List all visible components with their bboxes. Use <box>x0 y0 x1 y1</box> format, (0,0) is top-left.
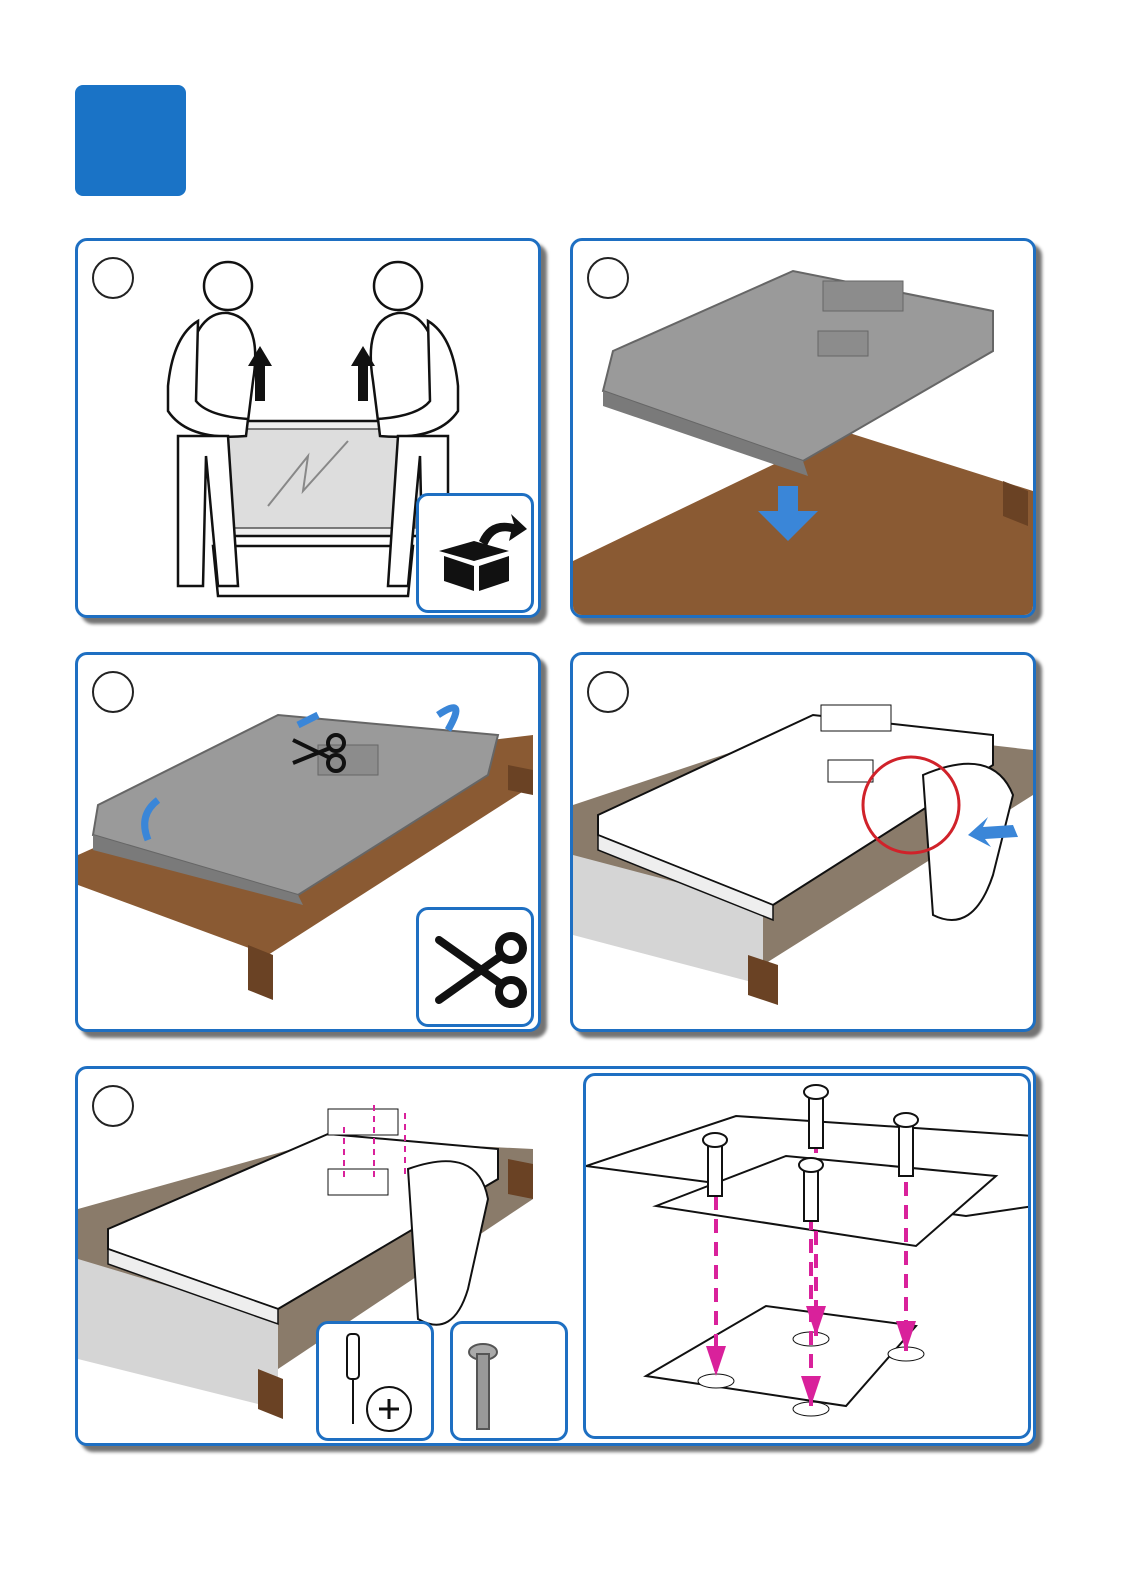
panel-place-tv-face-down <box>570 238 1036 618</box>
screwdriver-icon <box>319 1324 434 1441</box>
step-circle <box>92 671 134 713</box>
screw-detail-illustration <box>586 1076 1031 1439</box>
unbox-icon <box>419 496 534 613</box>
panel-screw-stand <box>75 1066 1036 1446</box>
panel-cut-plastic-wrap <box>75 652 541 1032</box>
panel-lift-tv-from-box <box>75 238 541 618</box>
step-circle <box>587 257 629 299</box>
scissors-icon <box>419 910 534 1027</box>
step-circle <box>587 671 629 713</box>
panel-attach-stand <box>570 652 1036 1032</box>
screw-icon <box>453 1324 568 1441</box>
inset-scissors <box>416 907 534 1027</box>
inset-screwdriver <box>316 1321 434 1441</box>
step-number-badge <box>75 85 186 196</box>
step-circle <box>92 1085 134 1127</box>
inset-screw <box>450 1321 568 1441</box>
table-illustration <box>573 241 1036 618</box>
step-circle <box>92 257 134 299</box>
stand-attach-illustration <box>573 655 1036 1032</box>
inset-unbox <box>416 493 534 613</box>
inset-screw-detail <box>583 1073 1031 1439</box>
